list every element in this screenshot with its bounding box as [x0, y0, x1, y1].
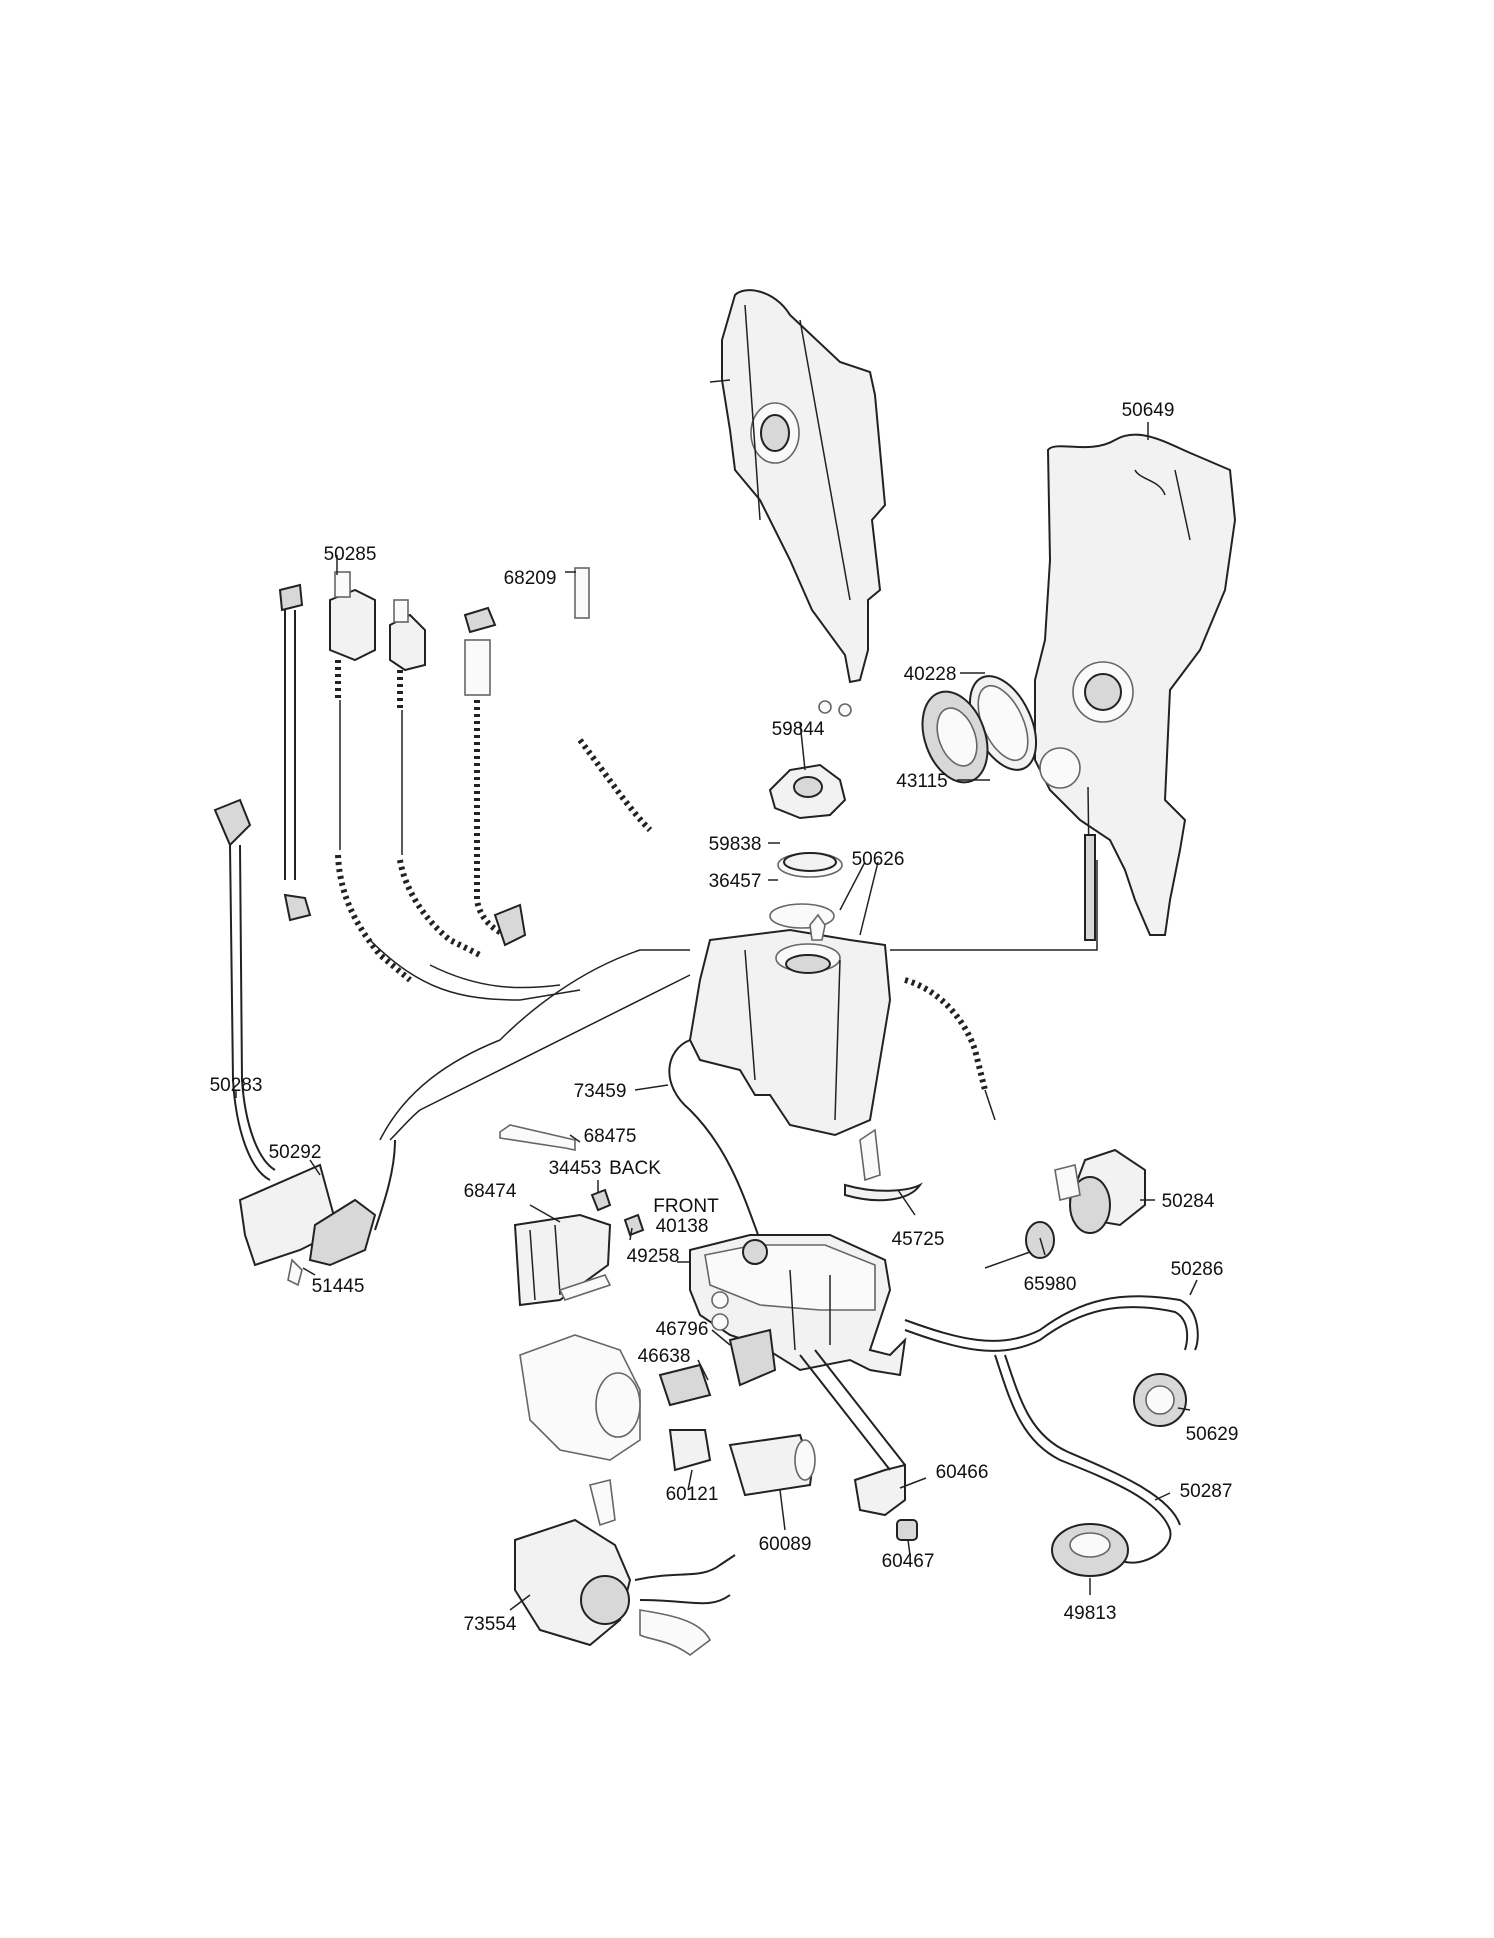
label-50287: 50287	[1180, 1481, 1233, 1502]
label-60121: 60121	[666, 1484, 719, 1505]
label-60466: 60466	[936, 1462, 989, 1483]
heater-pump-73554	[514, 1479, 736, 1656]
label-40138: 40138	[656, 1216, 709, 1237]
label-50286: 50286	[1171, 1259, 1224, 1280]
drain-hose-right	[904, 977, 988, 1091]
label-50629: 50629	[1186, 1424, 1239, 1445]
leader-lines	[235, 422, 1198, 1611]
label-68209: 68209	[504, 568, 557, 589]
label-59844: 59844	[772, 719, 825, 740]
label-50285: 50285	[324, 544, 377, 565]
label-49813: 49813	[1064, 1603, 1117, 1624]
label-50626: 50626	[852, 849, 905, 870]
label-46796: 46796	[656, 1319, 709, 1340]
upper-spray-bracket	[709, 289, 887, 717]
label-36457: 36457	[709, 871, 762, 892]
hose-50287	[994, 1354, 1172, 1564]
label-73554: 73554	[464, 1614, 517, 1635]
pump-50284	[1054, 1148, 1146, 1234]
label-34453: 34453	[549, 1158, 602, 1179]
label-50292: 50292	[269, 1142, 322, 1163]
valve-46796	[658, 1291, 777, 1407]
label-51445: 51445	[312, 1276, 365, 1297]
label-50284: 50284	[1162, 1191, 1215, 1212]
pressure-switch-50629	[1133, 1373, 1187, 1427]
label-43115: 43115	[896, 771, 947, 792]
strip-68475	[499, 1124, 576, 1151]
label-40228: 40228	[904, 664, 957, 685]
label-50649: 50649	[1122, 400, 1175, 421]
label-45725: 45725	[892, 1229, 945, 1250]
label-65980: 65980	[1024, 1274, 1077, 1295]
reservoir-50626	[688, 913, 892, 1137]
label-60089: 60089	[759, 1534, 812, 1555]
label-68474: 68474	[464, 1181, 517, 1202]
hoses-lower	[668, 1349, 918, 1541]
label-68475: 68475	[584, 1126, 637, 1147]
board-50292	[238, 1139, 396, 1287]
label-46638: 46638	[638, 1346, 691, 1367]
label-50283: 50283	[210, 1075, 263, 1096]
ring-59838-inner	[783, 852, 837, 872]
right-panel-50649	[1034, 433, 1237, 941]
hose-73459	[668, 1039, 761, 1241]
part-labels: 50649 50285 68209 40228 59844 43115 5983…	[210, 400, 1239, 1635]
label-73459: 73459	[574, 1081, 627, 1102]
hose-50286	[904, 1295, 1199, 1351]
left-hoses	[213, 567, 653, 1181]
sump-assembly	[689, 1234, 907, 1377]
label-59838: 59838	[709, 834, 762, 855]
guide-lines	[379, 860, 1098, 1141]
guard-45725	[844, 1182, 923, 1202]
label-60467: 60467	[882, 1551, 935, 1572]
gear-43115	[921, 690, 989, 784]
label-49258: 49258	[627, 1246, 680, 1267]
label-front: FRONT	[653, 1196, 719, 1217]
circulation-pump-outline	[519, 1334, 641, 1461]
cap-59844	[768, 763, 847, 820]
label-back: BACK	[609, 1158, 661, 1179]
bracket-68474	[513, 1188, 645, 1307]
sensor-49813	[1051, 1523, 1129, 1577]
